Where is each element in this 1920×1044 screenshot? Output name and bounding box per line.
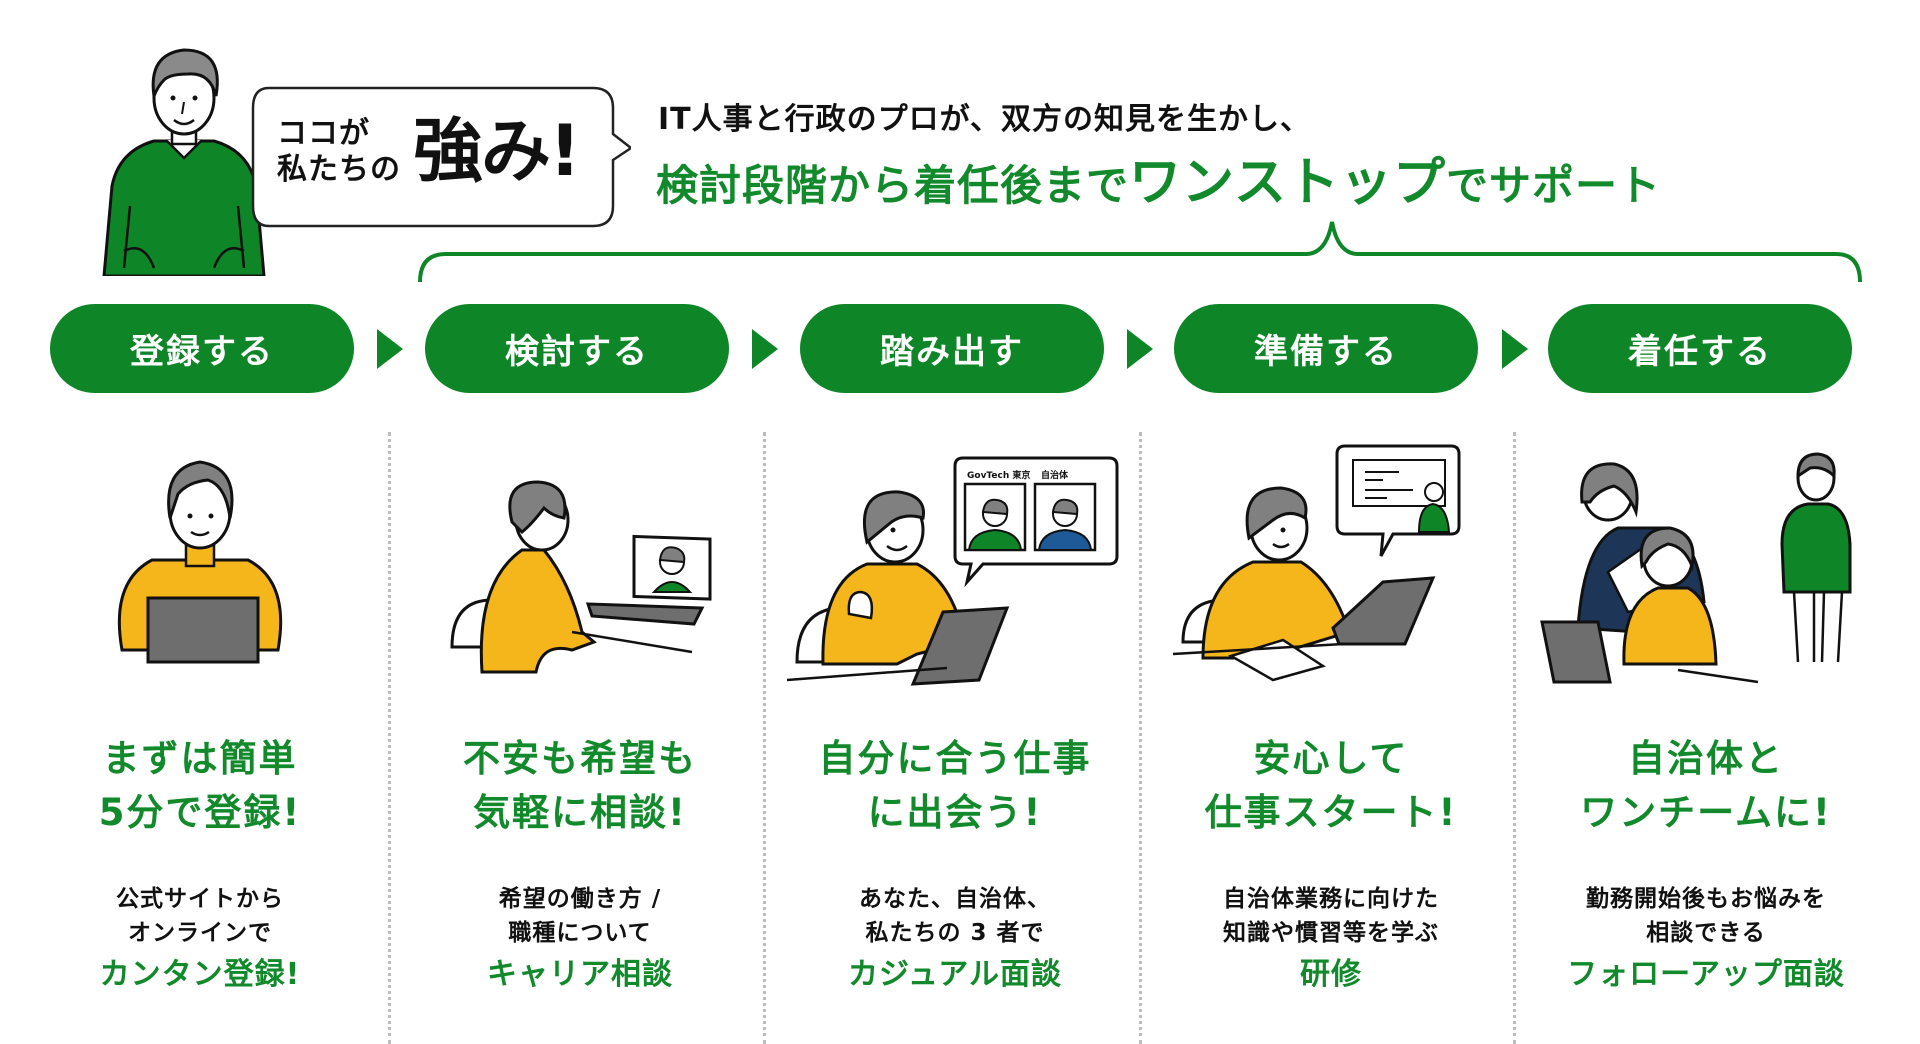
- body-line2: 相談できる: [1646, 920, 1766, 946]
- hero-person-illustration: [84, 36, 284, 278]
- headline-line1: 不安も希望も: [463, 737, 697, 780]
- body-line1: 自治体業務に向けた: [1223, 886, 1439, 912]
- body-line2: オンラインで: [128, 920, 272, 946]
- step-column-step-forward: GovTech 東京 自治体 自分に合う仕事 に出会う! あなた、自治体、 私た…: [767, 432, 1143, 1044]
- arrow-right-icon: [1502, 329, 1528, 369]
- body-line2: 私たちの 3 者で: [865, 920, 1045, 946]
- column-divider: [388, 432, 391, 1044]
- step-service-name: カジュアル面談: [848, 957, 1062, 992]
- step-pill-step-forward: 踏み出す: [800, 304, 1104, 393]
- headline-line2: 気軽に相談!: [473, 791, 687, 834]
- body-line1: 希望の働き方 /: [498, 886, 662, 912]
- step-label: 検討する: [505, 332, 649, 372]
- title-line1: IT人事と行政のプロが、双方の知見を生かし、: [658, 102, 1312, 137]
- step-column-onboard: 自治体と ワンチームに! 勤務開始後もお悩みを 相談できる フォローアップ面談: [1518, 432, 1894, 1044]
- arrow-right-icon: [377, 329, 403, 369]
- body-line2: 知識や慣習等を学ぶ: [1223, 920, 1439, 946]
- headline-line2: 仕事スタート!: [1204, 791, 1458, 834]
- three-party-meeting-illustration: GovTech 東京 自治体: [767, 432, 1143, 692]
- bubble-small-line1: ココが: [277, 116, 370, 151]
- body-line1: 勤務開始後もお悩みを: [1586, 886, 1826, 912]
- strength-speech-bubble: ココが 私たちの 強み!: [251, 86, 631, 228]
- step-service-name: キャリア相談: [487, 957, 673, 992]
- step-service-name: カンタン登録!: [99, 957, 301, 992]
- support-range-brace: [416, 218, 1866, 284]
- step-headline: 自分に合う仕事 に出会う!: [767, 732, 1143, 840]
- step-label: 登録する: [130, 332, 274, 372]
- body-line2: 職種について: [508, 920, 652, 946]
- headline-line1: まずは簡単: [102, 737, 298, 780]
- title-line2-part1: 検討段階から着任後まで: [656, 161, 1130, 210]
- step-pill-register: 登録する: [50, 304, 354, 393]
- step-description: 公式サイトから オンラインで カンタン登録!: [12, 882, 388, 998]
- headline-line2: に出会う!: [867, 791, 1043, 834]
- arrow-right-icon: [1127, 329, 1153, 369]
- body-line1: 公式サイトから: [116, 886, 284, 912]
- online-training-illustration: [1143, 432, 1519, 692]
- step-service-name: 研修: [1300, 957, 1362, 992]
- body-line1: あなた、自治体、: [859, 886, 1051, 912]
- column-divider: [1513, 432, 1516, 1044]
- step-column-register: まずは簡単 5分で登録! 公式サイトから オンラインで カンタン登録!: [12, 432, 388, 1044]
- step-service-name: フォローアップ面談: [1567, 957, 1845, 992]
- headline-line1: 自分に合う仕事: [818, 737, 1092, 780]
- step-headline: 安心して 仕事スタート!: [1143, 732, 1519, 840]
- bubble-big-text: 強み!: [413, 110, 581, 192]
- step-column-prepare: 安心して 仕事スタート! 自治体業務に向けた 知識や慣習等を学ぶ 研修: [1143, 432, 1519, 1044]
- step-description: あなた、自治体、 私たちの 3 者で カジュアル面談: [767, 882, 1143, 998]
- arrow-right-icon: [752, 329, 778, 369]
- step-description: 希望の働き方 / 職種について キャリア相談: [392, 882, 768, 998]
- step-description: 自治体業務に向けた 知識や慣習等を学ぶ 研修: [1143, 882, 1519, 998]
- bubble-small-text: ココが 私たちの: [277, 116, 401, 188]
- column-divider: [763, 432, 766, 1044]
- headline-line1: 自治体と: [1628, 737, 1784, 780]
- step-label: 踏み出す: [880, 332, 1024, 372]
- person-with-laptop-illustration: [12, 432, 388, 692]
- step-label: 準備する: [1254, 332, 1398, 372]
- title-emphasis: ワンストップ: [1129, 153, 1446, 213]
- step-headline: 自治体と ワンチームに!: [1518, 732, 1894, 840]
- step-pill-consider: 検討する: [425, 304, 729, 393]
- column-divider: [1139, 432, 1142, 1044]
- bubble-label-govtech: GovTech 東京: [967, 469, 1030, 481]
- headline-line1: 安心して: [1253, 737, 1409, 780]
- step-pill-onboard: 着任する: [1548, 304, 1852, 393]
- title-line2: 検討段階から着任後までワンストップでサポート: [656, 140, 1661, 215]
- step-headline: まずは簡単 5分で登録!: [12, 732, 388, 840]
- bubble-label-municipality: 自治体: [1041, 469, 1069, 481]
- step-description: 勤務開始後もお悩みを 相談できる フォローアップ面談: [1518, 882, 1894, 998]
- video-call-consultation-illustration: [392, 432, 768, 692]
- headline-line2: 5分で登録!: [98, 791, 302, 834]
- step-column-consider: 不安も希望も 気軽に相談! 希望の働き方 / 職種について キャリア相談: [392, 432, 768, 1044]
- headline-line2: ワンチームに!: [1580, 791, 1832, 834]
- step-label: 着任する: [1628, 332, 1772, 372]
- step-pill-prepare: 準備する: [1174, 304, 1478, 393]
- step-headline: 不安も希望も 気軽に相談!: [392, 732, 768, 840]
- team-at-work-illustration: [1518, 432, 1894, 692]
- bubble-small-line2: 私たちの: [277, 152, 401, 187]
- title-line2-part2: でサポート: [1445, 161, 1661, 210]
